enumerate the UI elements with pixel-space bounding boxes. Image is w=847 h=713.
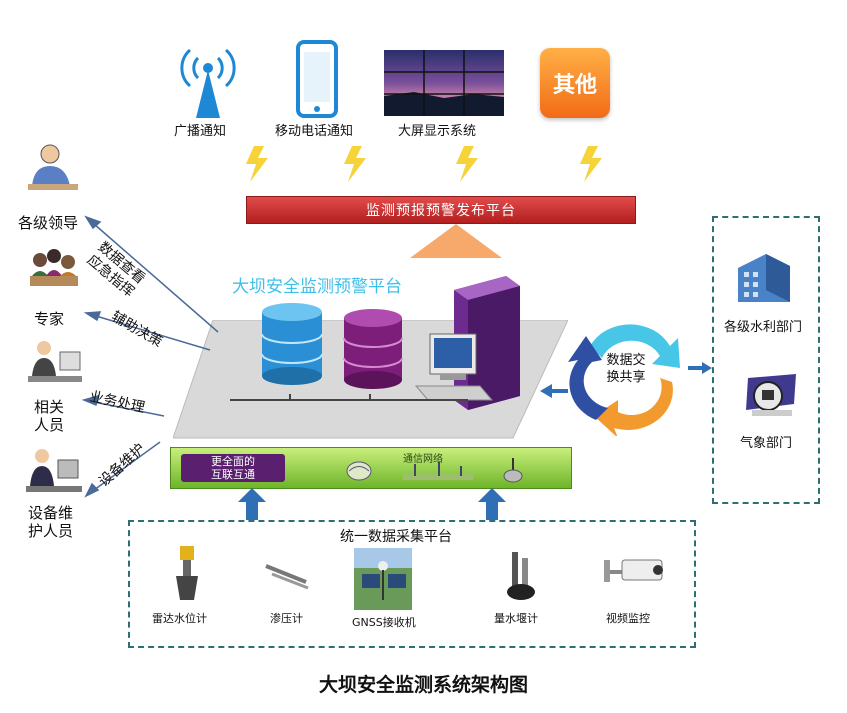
- arrow-right-icon: [688, 362, 712, 374]
- video-wall-icon: [384, 50, 504, 116]
- weir-meter-icon: [507, 552, 535, 600]
- department-label-water: 各级水利部门: [724, 320, 803, 335]
- database-cylinder-purple-icon: [343, 309, 403, 389]
- other-badge-text: 其他: [552, 73, 597, 98]
- satellite-dish-icon: [346, 461, 372, 481]
- weather-station-icon: [746, 374, 796, 416]
- radar-level-gauge-icon: [176, 546, 198, 600]
- up-arrow-orange-icon: [410, 224, 502, 258]
- maintenance-person-icon: [26, 449, 82, 492]
- network-label: 通信网络: [403, 454, 443, 465]
- network-bar: 更全面的 互联互通 通信网络: [170, 447, 572, 489]
- other-badge-icon: 其他: [540, 48, 610, 118]
- up-arrow-blue-icon: [478, 488, 506, 520]
- leader-person-icon: [28, 144, 78, 190]
- building-icon: [738, 254, 790, 302]
- lightning-icon: [344, 146, 366, 182]
- lightning-icon: [456, 146, 478, 182]
- network-line: [230, 394, 468, 401]
- left-arrows: [81, 215, 219, 498]
- sensor-label-gnss: GNSS接收机: [352, 616, 416, 629]
- mobile-phone-icon: [296, 40, 338, 118]
- lightning-icon: [580, 146, 602, 182]
- sensor-label-weir: 量水堰计: [494, 612, 538, 625]
- network-towers-icon: [403, 462, 473, 480]
- up-arrow-blue-icon: [238, 488, 266, 520]
- departments-panel: [712, 216, 820, 504]
- user-label-experts: 专家: [34, 310, 65, 328]
- channel-label-broadcast: 广播通知: [174, 124, 227, 139]
- sensor-label-cctv: 视频监控: [606, 612, 650, 625]
- gnss-receiver-icon: [354, 548, 412, 610]
- diagram-caption: 大坝安全监测系统架构图: [318, 674, 528, 696]
- staff-at-desk-icon: [28, 341, 82, 382]
- exchange-cycle-icon: [568, 324, 680, 436]
- piezometer-icon: [265, 564, 309, 590]
- sensor-label-piezometer: 渗压计: [270, 612, 303, 625]
- main-platform-title: 大坝安全监测预警平台: [232, 277, 402, 297]
- user-label-leaders: 各级领导: [18, 214, 79, 232]
- interconnect-button: 更全面的 互联互通: [181, 454, 285, 482]
- channel-label-bigscreen: 大屏显示系统: [398, 124, 477, 139]
- sensor-label-radar: 雷达水位计: [152, 612, 207, 625]
- arrow-left-icon: [540, 384, 568, 398]
- user-label-staff: 相关 人员: [34, 398, 65, 434]
- department-label-weather: 气象部门: [740, 436, 793, 451]
- broadcast-antenna-icon: [180, 48, 236, 118]
- collection-platform-title: 统一数据采集平台: [340, 529, 452, 545]
- server-computer-icon: [414, 276, 520, 410]
- lightning-icon: [246, 146, 268, 182]
- user-label-maintenance: 设备维 护人员: [28, 504, 74, 540]
- collection-panel: [128, 520, 696, 648]
- antenna-device-icon: [503, 458, 523, 483]
- publish-platform-bar: 监测预报预警发布平台: [246, 196, 636, 224]
- cctv-camera-icon: [604, 559, 663, 582]
- experts-group-icon: [30, 249, 78, 286]
- database-cylinder-blue-icon: [261, 303, 323, 385]
- channel-label-mobile: 移动电话通知: [275, 124, 354, 139]
- exchange-label: 数据交 换共享: [606, 353, 646, 385]
